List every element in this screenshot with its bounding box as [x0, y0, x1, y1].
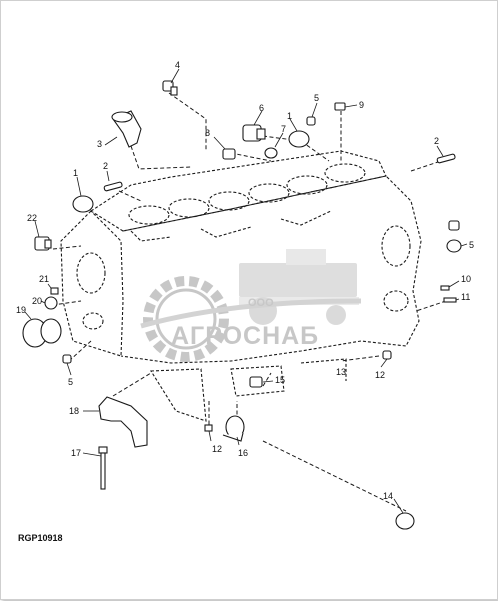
callout-7: 7: [281, 124, 286, 134]
part-2-dowel-pin-right: [436, 153, 456, 164]
callout-18: 18: [69, 406, 79, 416]
part-10-pin: [440, 285, 450, 291]
callout-9: 9: [359, 100, 364, 110]
callout-3: 3: [97, 139, 102, 149]
watermark-small-text: ООО: [248, 297, 274, 309]
part-11-pin: [443, 297, 457, 303]
part-6-plug: [242, 124, 266, 142]
callout-19: 19: [16, 305, 26, 315]
part-20-ring: [44, 296, 58, 310]
watermark-swoosh: [140, 298, 362, 329]
parts: [22, 80, 462, 530]
part-3-elbow: [111, 110, 142, 148]
callout-20: 20: [32, 296, 42, 306]
watermark-harvester-icon: [239, 249, 359, 325]
callout-15: 15: [275, 375, 285, 385]
part-19-bushing: [22, 318, 62, 348]
part-5-plug-right-lower: [446, 239, 462, 253]
part-4-fitting: [162, 80, 178, 96]
figure-code: RGP10918: [18, 533, 63, 543]
part-12-plug-lower: [204, 424, 213, 432]
cylinder-block: [60, 150, 422, 422]
part-1-cup-plug-left: [72, 195, 94, 213]
part-15-cup: [249, 376, 263, 388]
part-7-o-ring: [264, 147, 278, 159]
callout-16: 16: [238, 448, 248, 458]
callout-21: 21: [39, 274, 49, 284]
callout-10: 10: [461, 274, 471, 284]
callout-22: 22: [27, 213, 37, 223]
part-16-clamp: [222, 415, 245, 442]
part-2-dowel-pin-left: [103, 181, 123, 192]
part-9-fitting: [334, 102, 346, 111]
callout-6: 6: [259, 103, 264, 113]
watermark-gear-icon: [143, 276, 229, 362]
part-1-cup-plug-upper: [288, 130, 310, 148]
callout-2-right: 2: [434, 136, 439, 146]
callout-12-right: 12: [375, 370, 385, 380]
part-5-plug-top: [306, 116, 316, 126]
callout-14: 14: [383, 491, 393, 501]
part-8-threaded-plug: [222, 148, 236, 160]
callout-8: 8: [205, 128, 210, 138]
callout-17: 17: [71, 448, 81, 458]
callout-1-left: 1: [73, 168, 78, 178]
callout-13: 13: [336, 367, 346, 377]
part-12-plug-right: [382, 350, 392, 360]
part-18-bearing-cap: [98, 396, 148, 448]
watermark: ООО АГРОСНАБ: [140, 249, 362, 362]
callouts: 4 3 6 1 5 9 7 8 2 1 2 22 5 21 20 19 10 1…: [16, 60, 474, 501]
watermark-name: АГРОСНАБ: [171, 322, 319, 350]
callout-leaders: [24, 68, 468, 514]
leader-lines: [45, 92, 447, 512]
callout-12-lower: 12: [212, 444, 222, 454]
callout-2-left: 2: [103, 161, 108, 171]
callout-11: 11: [461, 292, 470, 302]
callout-5-right: 5: [469, 240, 474, 250]
callout-5-lower: 5: [68, 377, 73, 387]
callout-5-top: 5: [314, 93, 319, 103]
part-22-plug: [34, 236, 52, 251]
callout-1-upper: 1: [287, 111, 292, 121]
part-5-plug-right-upper: [448, 220, 460, 231]
callout-4: 4: [175, 60, 180, 70]
part-14-cup: [395, 512, 415, 530]
part-21-plug: [50, 287, 59, 295]
part-17-bolt: [98, 446, 108, 490]
part-5-nut-lower: [62, 354, 72, 364]
